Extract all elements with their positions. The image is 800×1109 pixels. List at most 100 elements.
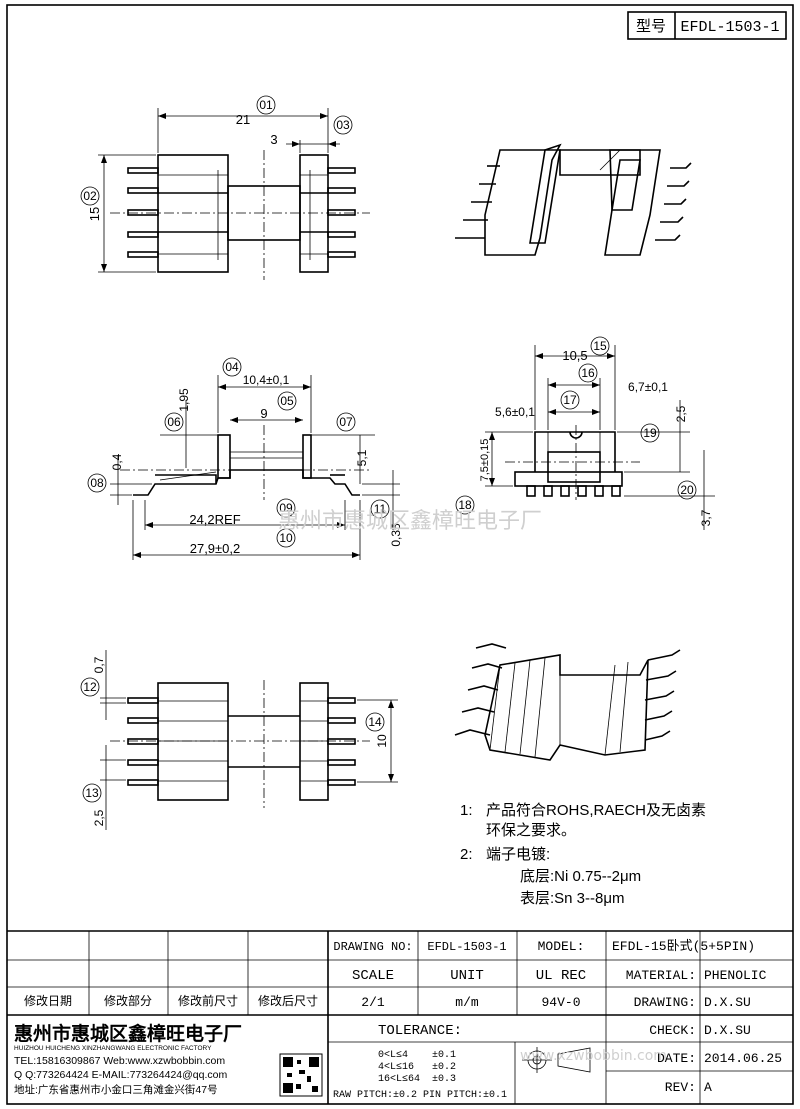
svg-text:10: 10	[279, 531, 293, 545]
drawing-by: D.X.SU	[704, 995, 751, 1010]
notes: 1: 产品符合ROHS,RAECH及无卤素 环保之要求。 2: 端子电镀: 底层…	[460, 802, 706, 907]
svg-text:07: 07	[339, 415, 353, 429]
note-1-line1: 产品符合ROHS,RAECH及无卤素	[486, 802, 706, 819]
svg-text:03: 03	[336, 118, 350, 132]
tol-range-2: 4<L≤16	[378, 1062, 414, 1073]
drawing-label: DRAWING:	[634, 995, 696, 1010]
dim-9: 9	[260, 406, 267, 421]
dim-3: 3	[270, 132, 277, 147]
note-1-line2: 环保之要求。	[486, 822, 576, 839]
check-by: D.X.SU	[704, 1023, 751, 1038]
view-bottom-plan: 0,7 2,5 10	[92, 650, 398, 830]
svg-text:08: 08	[90, 476, 104, 490]
balloon-13: 13	[82, 783, 102, 803]
dim-21: 21	[236, 112, 250, 127]
svg-text:02: 02	[83, 189, 97, 203]
drawing-no-label: DRAWING NO:	[333, 940, 412, 954]
tol-value-2: ±0.2	[432, 1062, 456, 1073]
balloon-05: 05	[277, 391, 297, 411]
balloon-14: 14	[365, 712, 385, 732]
svg-text:09: 09	[279, 501, 293, 515]
ul-label: UL REC	[536, 968, 586, 984]
dim-2-5-bottom: 2,5	[92, 809, 106, 826]
dim-0-7: 0,7	[92, 656, 106, 673]
dim-10: 10	[375, 734, 389, 748]
dim-0-35: 0,35	[389, 523, 403, 547]
svg-text:15: 15	[593, 339, 607, 353]
projection-symbol-icon	[522, 1047, 591, 1073]
rev-hdr-before: 修改前尺寸	[178, 993, 238, 1008]
view-iso-bottom	[454, 643, 681, 761]
company-name-cn: 惠州市惠城区鑫樟旺电子厂	[14, 1022, 242, 1045]
balloon-08: 08	[87, 473, 107, 493]
note-2-line2: 底层:Ni 0.75--2μm	[520, 868, 641, 885]
svg-text:14: 14	[368, 715, 382, 729]
raw-pitch: RAW PITCH:±0.2 PIN PITCH:±0.1	[333, 1090, 507, 1101]
company-qq-email: Q Q:773264424 E-MAIL:773264424@qq.com	[14, 1069, 227, 1081]
material-value: PHENOLIC	[704, 968, 767, 983]
dim-10-4: 10,4±0,1	[243, 373, 290, 387]
dim-27-9: 27,9±0,2	[190, 541, 241, 556]
svg-text:05: 05	[280, 394, 294, 408]
company-name-en: HUIZHOU HUICHENG XINZHANGWANG ELECTRONIC…	[14, 1045, 212, 1052]
svg-text:11: 11	[374, 502, 387, 516]
company-address: 地址:广东省惠州市小金口三角滩金兴街47号	[14, 1083, 218, 1096]
svg-text:16: 16	[581, 366, 595, 380]
svg-text:18: 18	[458, 498, 472, 512]
balloon-12: 12	[80, 677, 100, 697]
balloons: 01 02 03 04 05 06 07 08 09 10 11 15 16 1…	[80, 95, 697, 803]
balloon-10: 10	[276, 528, 296, 548]
note-2-line3: 表层:Sn 3--8μm	[520, 890, 625, 907]
dim-10-5: 10,5	[562, 348, 587, 363]
balloon-20: 20	[677, 480, 697, 500]
unit-label: UNIT	[450, 968, 484, 984]
tol-range-1: 0<L≤4	[378, 1050, 408, 1061]
balloon-01: 01	[256, 95, 276, 115]
dim-15: 15	[87, 207, 102, 221]
model-value: EFDL-15卧式(5+5PIN)	[612, 939, 755, 954]
rev-label: REV:	[665, 1080, 696, 1095]
note-2-num: 2:	[460, 846, 473, 863]
svg-text:04: 04	[225, 360, 239, 374]
model-label: MODEL:	[538, 939, 585, 954]
note-1-num: 1:	[460, 802, 473, 819]
svg-text:06: 06	[167, 415, 181, 429]
scale-label: SCALE	[352, 968, 394, 984]
rev-hdr-date: 修改日期	[24, 993, 72, 1008]
unit-value: m/m	[455, 995, 479, 1010]
view-top-plan: 21 3 15	[87, 108, 370, 280]
svg-text:20: 20	[680, 483, 694, 497]
balloon-18: 18	[455, 495, 475, 515]
header-model-box: 型号 EFDL-1503-1	[627, 11, 787, 40]
rev-hdr-part: 修改部分	[104, 993, 152, 1008]
ul-value: 94V-0	[541, 995, 580, 1010]
scale-value: 2/1	[361, 995, 385, 1010]
header-model-label: 型号	[636, 18, 666, 35]
company-tel-web: TEL:15816309867 Web:www.xzwbobbin.com	[14, 1055, 225, 1067]
balloon-17: 17	[560, 390, 580, 410]
rev-value: A	[704, 1080, 712, 1095]
watermark-url: www.xzwbobbin.com	[520, 1048, 667, 1064]
svg-text:12: 12	[83, 680, 97, 694]
dim-7-5: 7,5±0,15	[479, 439, 491, 482]
balloon-16: 16	[578, 363, 598, 383]
svg-text:19: 19	[643, 426, 657, 440]
view-side-left: 10,4±0,1 9 1,95 5,1 0,4 24,2REF 27,9±0,2	[110, 373, 403, 560]
dim-3-7: 3,7	[699, 509, 713, 526]
view-iso-top	[455, 143, 692, 256]
svg-text:01: 01	[259, 98, 273, 112]
dim-24-2: 24,2REF	[189, 512, 240, 527]
tol-value-1: ±0.1	[432, 1050, 456, 1061]
dim-1-95: 1,95	[177, 388, 191, 412]
dim-6-7: 6,7±0,1	[628, 380, 668, 394]
balloon-19: 19	[640, 423, 660, 443]
sheet-border	[6, 4, 794, 1105]
material-label: MATERIAL:	[626, 968, 696, 983]
check-label: CHECK:	[649, 1023, 696, 1038]
date-label: DATE:	[657, 1051, 696, 1066]
dim-2-5-right: 2,5	[674, 405, 688, 422]
balloon-06: 06	[164, 412, 184, 432]
balloon-04: 04	[222, 357, 242, 377]
balloon-02: 02	[80, 186, 100, 206]
balloon-11: 11	[370, 499, 390, 519]
